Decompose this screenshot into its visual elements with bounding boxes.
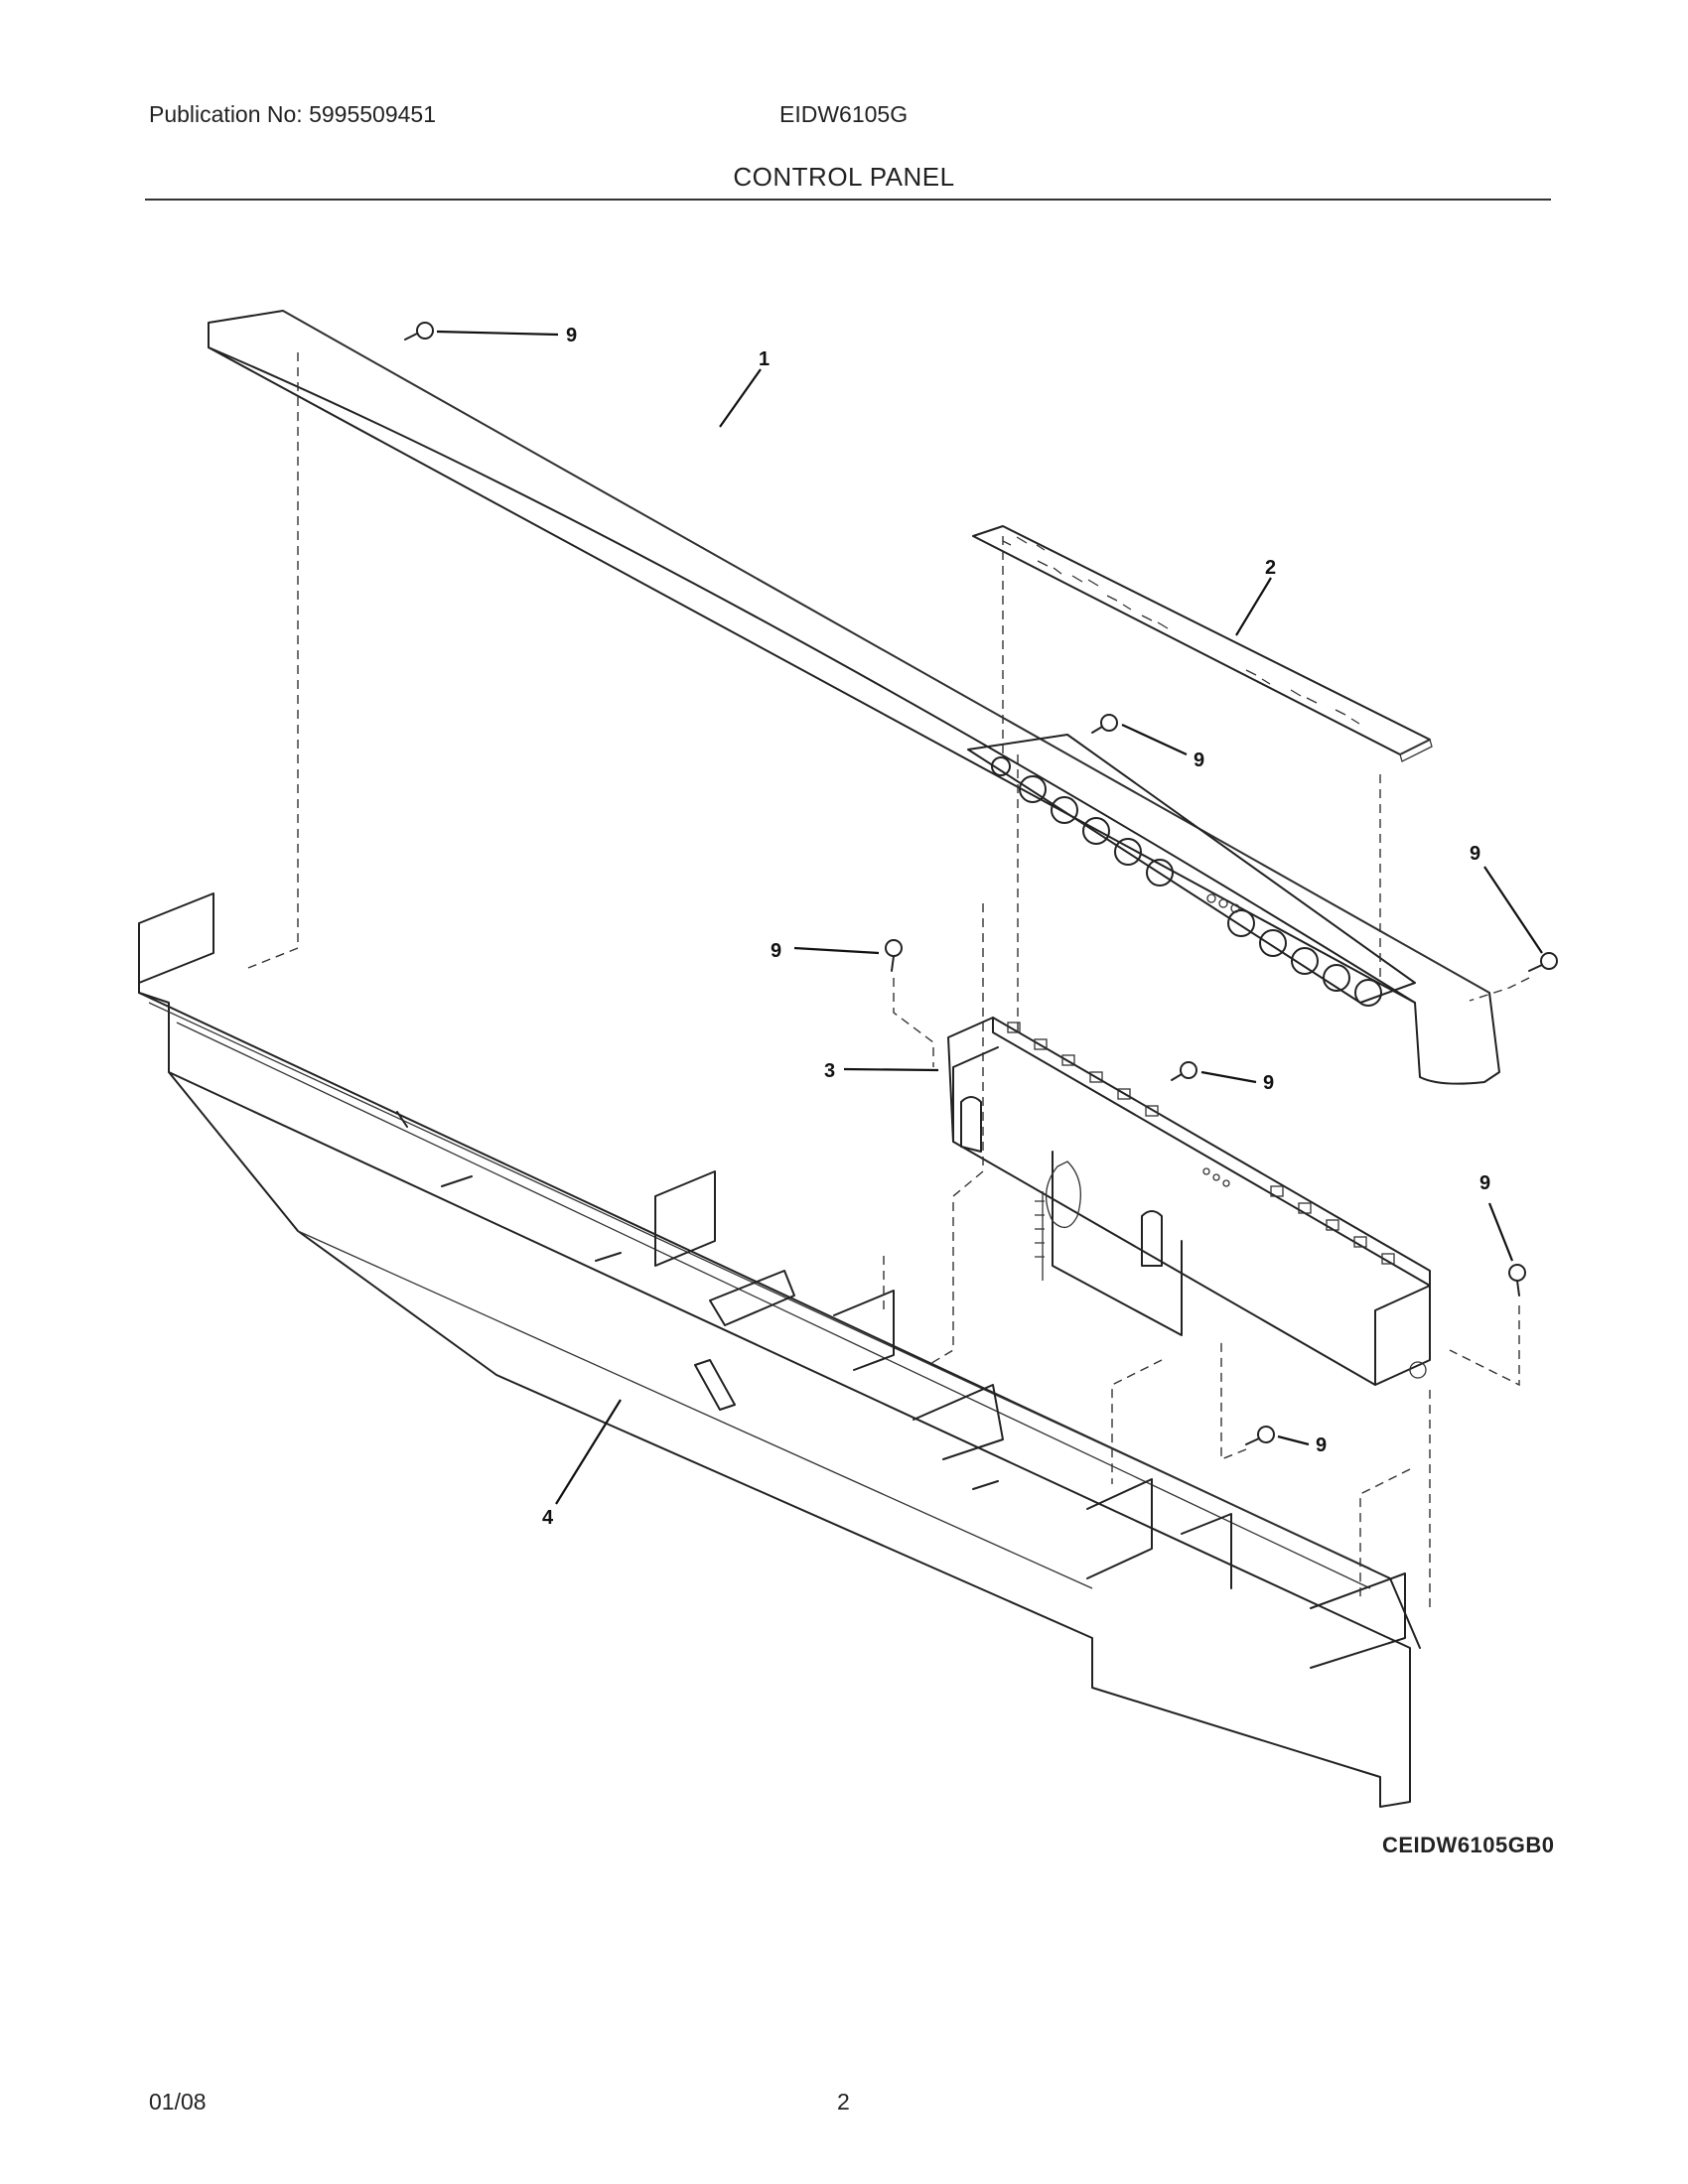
callout-4: 4 [542, 1507, 554, 1529]
part-1-control-panel [208, 310, 1500, 1085]
callout-9: 9 [566, 325, 577, 346]
overlay-symbols [1002, 536, 1360, 725]
part-3-control-board [947, 1017, 1431, 1386]
part-2-overlay-strip [972, 525, 1433, 762]
assembly-lines [247, 352, 1530, 1613]
diagram-code: CEIDW6105GB0 [1382, 1833, 1555, 1857]
callout-9: 9 [771, 940, 781, 962]
callout-1: 1 [759, 348, 770, 370]
header-rule [145, 199, 1551, 201]
leader-lines [436, 330, 1543, 1505]
screw [1245, 1426, 1275, 1445]
callout-2: 2 [1265, 557, 1276, 579]
screw [404, 322, 434, 341]
callout-3: 3 [824, 1060, 835, 1082]
section-title: CONTROL PANEL [733, 162, 955, 192]
screw [1171, 1061, 1197, 1081]
screw [885, 939, 903, 972]
part-4-console-frame [138, 892, 1421, 1808]
screws-part-9 [404, 322, 1558, 1445]
button-holes [991, 756, 1382, 1007]
callout-9: 9 [1479, 1172, 1490, 1194]
callouts: 1 2 3 4 9 9 9 9 9 9 9 [542, 325, 1490, 1529]
callout-9: 9 [1194, 750, 1204, 771]
page-number: 2 [837, 2089, 850, 2115]
screw [1528, 952, 1558, 972]
callout-9: 9 [1470, 843, 1480, 865]
callout-9: 9 [1316, 1434, 1327, 1456]
screw [1508, 1264, 1526, 1297]
callout-9: 9 [1263, 1072, 1274, 1094]
model-number: EIDW6105G [779, 101, 909, 127]
screw [1091, 714, 1118, 734]
footer-date: 01/08 [149, 2089, 207, 2115]
publication-number: Publication No: 5995509451 [149, 101, 437, 127]
